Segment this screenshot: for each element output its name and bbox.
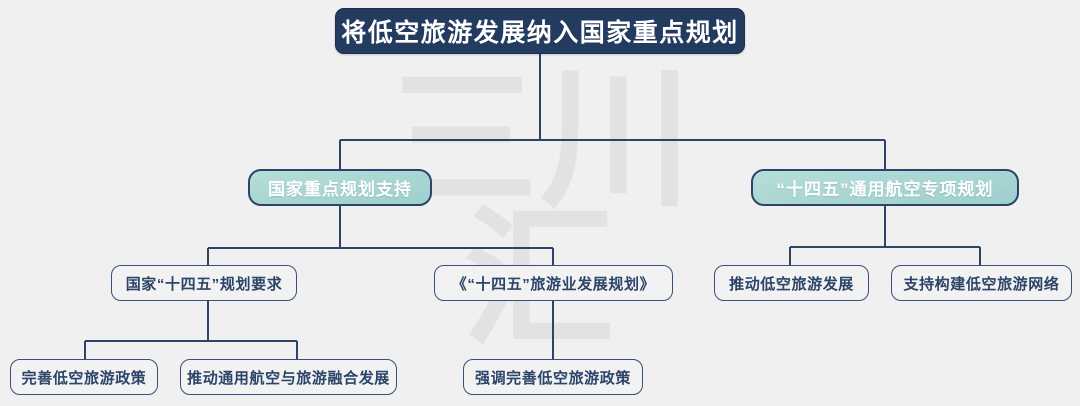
node-improve-low-altitude-policy[interactable]: 完善低空旅游政策 <box>10 359 158 395</box>
node-14th-tourism-development-plan[interactable]: 《“十四五”旅游业发展规划》 <box>434 265 673 301</box>
node-national-14th-plan-requirement[interactable]: 国家“十四五”规划要求 <box>111 265 297 301</box>
node-emphasize-improve-policy[interactable]: 强调完善低空旅游政策 <box>463 359 643 395</box>
node-support-low-altitude-network[interactable]: 支持构建低空旅游网络 <box>891 265 1072 301</box>
node-branch-national-plan-support[interactable]: 国家重点规划支持 <box>248 169 432 206</box>
node-branch-14th-five-year-aviation-plan[interactable]: “十四五”通用航空专项规划 <box>751 169 1019 206</box>
node-root[interactable]: 将低空旅游发展纳入国家重点规划 <box>335 8 745 54</box>
node-promote-low-altitude-tourism[interactable]: 推动低空旅游发展 <box>714 265 869 301</box>
node-promote-aviation-tourism-integration[interactable]: 推动通用航空与旅游融合发展 <box>180 359 397 395</box>
watermark-text: 三川 汇 <box>386 49 694 355</box>
